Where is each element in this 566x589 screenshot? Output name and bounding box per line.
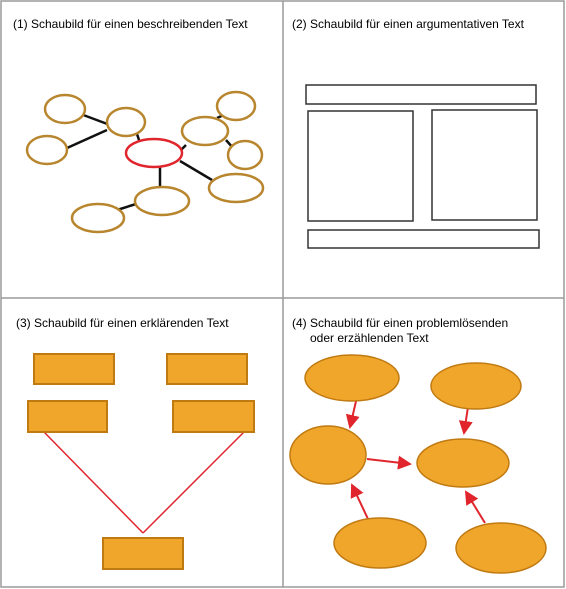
mindmap-node [105,106,147,138]
left-column-box [307,110,414,222]
panel-2-title: (2) Schaubild für einen argumentativen T… [292,17,524,31]
orange-node [455,522,547,574]
panel-4-flow [289,354,547,574]
mindmap-node [180,115,230,147]
right-column-box [431,109,538,221]
mindmap-node [207,172,265,204]
orange-box [27,400,108,433]
connector-line [179,159,213,182]
orange-node [289,425,367,485]
mindmap-node [226,139,264,171]
orange-box [166,353,248,385]
connector-line [66,128,108,150]
orange-box [172,400,255,433]
mindmap-center-node [124,137,184,169]
orange-node [333,517,427,569]
flow-arrow [366,455,412,470]
panel-4-title-line2: oder erzählenden Text [310,331,429,345]
panel-2-layout [305,84,540,249]
mindmap-node [25,134,69,166]
flow-arrow [464,490,486,524]
mindmap-node [133,185,191,217]
panel-3-funnel [27,353,255,570]
orange-node [416,438,510,488]
orange-box [33,353,115,385]
connector-line [116,202,137,212]
flow-arrow [458,406,473,435]
bottom-bar-box [307,229,540,249]
top-bar-box [305,84,537,105]
panel-4-title-line1: (4) Schaubild für einen problemlösenden [292,316,509,330]
orange-box [102,537,184,570]
red-connector-line [43,431,144,534]
orange-node [430,362,522,410]
flow-arrow [345,396,360,429]
mindmap-node [215,90,257,122]
flow-arrow [350,483,369,520]
panel-1-title: (1) Schaubild für einen beschreibenden T… [13,17,248,31]
panel-3-title: (3) Schaubild für einen erklärenden Text [16,316,229,330]
orange-node [304,354,400,402]
mindmap-node [70,202,126,234]
panel-1-mindmap [25,90,265,234]
red-connector-line [142,431,245,534]
mindmap-node [43,93,87,125]
